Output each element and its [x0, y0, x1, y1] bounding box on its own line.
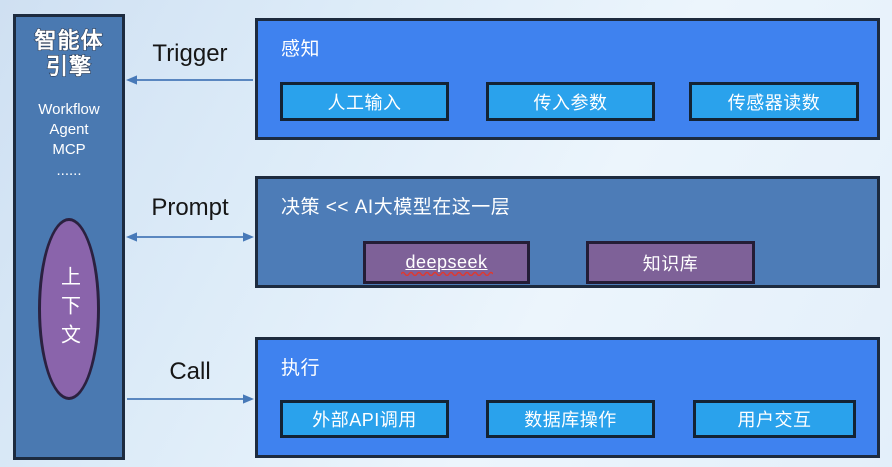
perception-layer: 感知 人工输入 传入参数 传感器读数	[255, 18, 880, 140]
node-sensor-readings: 传感器读数	[689, 82, 859, 121]
node-incoming-params-label: 传入参数	[533, 92, 608, 113]
trigger-arrow	[126, 75, 253, 85]
call-arrow	[127, 394, 254, 404]
node-deepseek-label: deepseek	[405, 252, 488, 272]
trigger-label: Trigger	[152, 40, 228, 67]
call-label: Call	[169, 358, 211, 385]
node-external-api-label: 外部API调用	[312, 410, 417, 430]
execution-title: 执行	[281, 358, 321, 379]
node-deepseek: deepseek	[363, 241, 530, 284]
node-manual-input-label: 人工输入	[327, 92, 402, 113]
node-knowledge-base: 知识库	[586, 241, 755, 284]
node-incoming-params: 传入参数	[486, 82, 655, 121]
node-external-api: 外部API调用	[280, 400, 449, 438]
agent-engine-title: 智能体 引擎	[34, 27, 104, 79]
node-user-interaction: 用户交互	[693, 400, 856, 438]
node-manual-input: 人工输入	[280, 82, 449, 121]
context-ellipse: 上下文	[38, 218, 100, 400]
node-database-ops: 数据库操作	[486, 400, 655, 438]
agent-engine-panel: 智能体 引擎 Workflow Agent MCP ...... 上下文	[13, 14, 125, 460]
prompt-arrow	[126, 232, 254, 242]
agent-stack-label: Workflow Agent MCP ......	[38, 100, 100, 179]
perception-title: 感知	[281, 39, 321, 60]
context-label: 上下文	[57, 265, 80, 353]
spellcheck-squiggle	[400, 271, 493, 276]
prompt-label: Prompt	[151, 194, 229, 221]
decision-title: 决策 << AI大模型在这一层	[281, 197, 511, 218]
decision-layer: 决策 << AI大模型在这一层 deepseek 知识库	[255, 176, 880, 288]
execution-layer: 执行 外部API调用 数据库操作 用户交互	[255, 337, 880, 458]
node-knowledge-base-label: 知识库	[642, 253, 699, 274]
node-database-ops-label: 数据库操作	[524, 410, 617, 430]
node-sensor-readings-label: 传感器读数	[727, 92, 821, 113]
node-user-interaction-label: 用户交互	[737, 410, 812, 430]
